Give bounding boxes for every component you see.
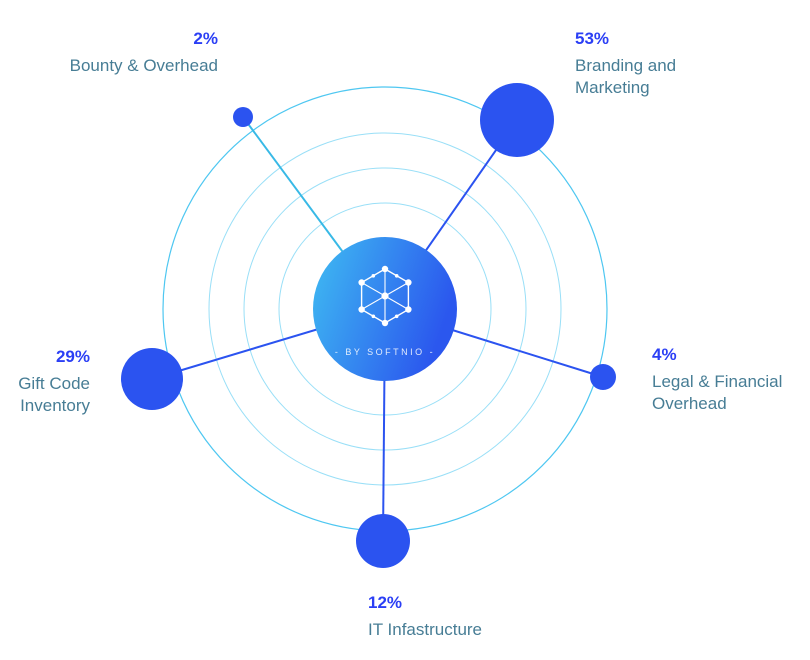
byline-text: - BY SOFTNIO - (335, 347, 435, 357)
percent-value: 53% (575, 29, 610, 48)
node-it-infastructure-12pct (356, 514, 410, 568)
node-bounty-overhead-2pct (233, 107, 253, 127)
slice-label: IT Infastructure (368, 620, 483, 639)
slice-label: Bounty & Overhead (69, 56, 218, 75)
orbit-ring-3 (208, 132, 562, 486)
label-bounty-overhead: 2% Bounty & Overhead (20, 28, 218, 77)
percent-value: 4% (652, 345, 677, 364)
node-branding-marketing-53pct (480, 83, 554, 157)
slice-label: Inventory (20, 396, 90, 415)
slice-label: Marketing (575, 78, 650, 97)
slice-label: Legal & Financial (652, 372, 783, 391)
label-it-infastructure: 12% IT Infastructure (368, 592, 588, 641)
percent-value: 2% (193, 29, 218, 48)
percent-value: 29% (55, 347, 90, 366)
label-branding-marketing: 53% Branding and Marketing (575, 28, 785, 99)
slice-label: Gift Code (18, 374, 90, 393)
label-legal-financial-overhead: 4% Legal & Financial Overhead (652, 344, 810, 415)
label-gift-code-inventory: 29% Gift Code Inventory (0, 346, 90, 417)
node-gift-code-inventory-29pct (121, 348, 183, 410)
slice-label: Branding and (575, 56, 677, 75)
orbit-ring-2 (243, 167, 527, 451)
token-network-logo-icon (358, 265, 412, 327)
slice-label: Overhead (652, 394, 727, 413)
node-legal-financial-4pct (590, 364, 616, 390)
percent-value: 12% (368, 593, 403, 612)
